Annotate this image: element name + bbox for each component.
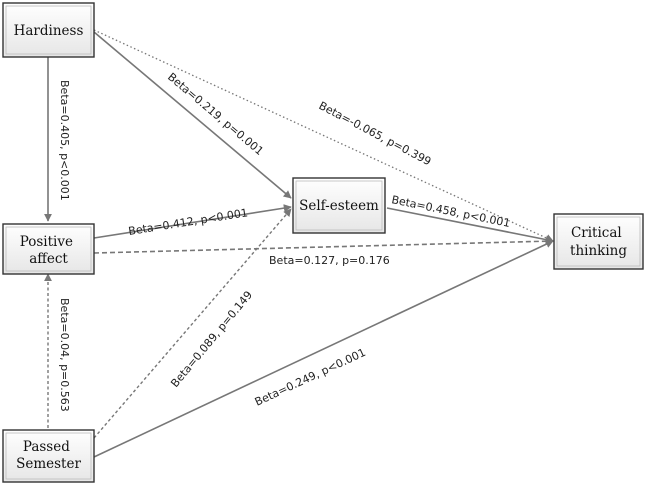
label-passed-semester-to-self-esteem: Beta=0.089, p=0.149 (168, 288, 255, 389)
node-positive-affect-label: Positive affect (20, 234, 78, 267)
node-positive-affect-line-2: affect (29, 251, 68, 267)
node-passed-semester-line-1: Passed (23, 439, 70, 455)
node-positive-affect: Positive affect (2, 223, 95, 275)
node-hardiness-label: Hardiness (14, 23, 84, 39)
label-passed-semester-to-positive-affect: Beta=0.04, p=0.563 (58, 298, 71, 412)
node-passed-semester: Passed Semester (2, 429, 95, 483)
node-critical-thinking-line-1: Critical (571, 225, 622, 241)
node-self-esteem-label: Self-esteem (299, 198, 379, 214)
edge-passed-semester-to-critical-thinking (93, 240, 554, 458)
label-hardiness-to-critical-thinking: Beta=-0.065, p=0.399 (317, 99, 434, 168)
node-hardiness: Hardiness (2, 2, 95, 58)
node-passed-semester-label: Passed Semester (16, 439, 81, 472)
label-hardiness-to-positive-affect: Beta=0.405, p<0.001 (58, 80, 71, 201)
edge-hardiness-to-self-esteem (93, 31, 292, 199)
label-positive-affect-to-critical-thinking: Beta=0.127, p=0.176 (269, 254, 390, 267)
edge-positive-affect-to-self-esteem (93, 204, 292, 239)
node-passed-semester-line-2: Semester (16, 456, 81, 472)
node-critical-thinking-label: Critical thinking (570, 225, 627, 259)
node-critical-thinking-line-2: thinking (570, 243, 627, 259)
edge-self-esteem-to-critical-thinking (386, 207, 554, 244)
edge-hardiness-to-critical-thinking (93, 29, 554, 242)
node-positive-affect-line-1: Positive (20, 234, 73, 250)
node-self-esteem: Self-esteem (292, 177, 386, 234)
label-positive-affect-to-self-esteem: Beta=0.412, p<0.001 (127, 206, 248, 238)
node-critical-thinking: Critical thinking (553, 213, 644, 270)
edge-passed-semester-to-self-esteem (93, 208, 292, 439)
edge-positive-affect-to-critical-thinking (93, 237, 554, 254)
label-hardiness-to-self-esteem: Beta=0.219, p=0.001 (165, 70, 266, 158)
